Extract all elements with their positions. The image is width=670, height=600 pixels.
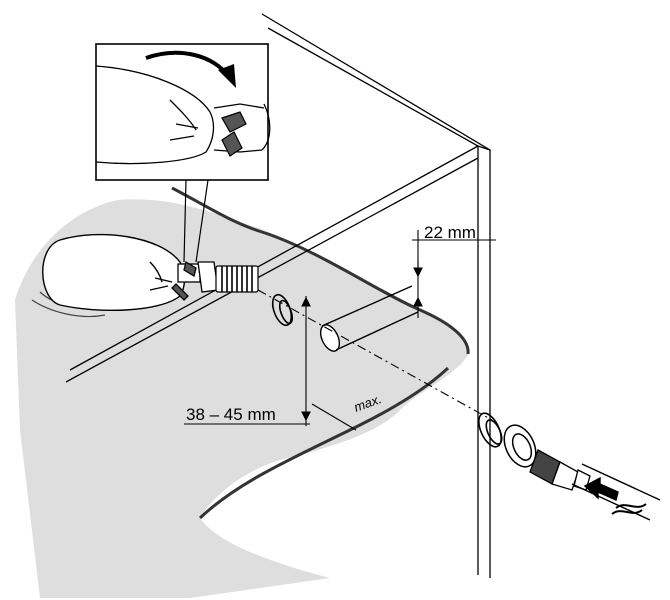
diameter-dimension [412, 230, 496, 318]
assembly-axis [257, 289, 493, 421]
curved-arrow-icon [145, 50, 236, 88]
diameter-label: 22 mm [424, 223, 476, 242]
valve [171, 260, 219, 301]
cabinet-board [65, 145, 479, 383]
depth-label: 38 – 45 mm [186, 405, 276, 424]
drill-hole [319, 285, 419, 352]
seal-ring-right [478, 412, 503, 448]
threaded-nipple [215, 265, 259, 293]
union-nut [503, 424, 537, 468]
seal-ring [271, 293, 294, 327]
hose-connector [529, 449, 591, 491]
inset-callout [183, 179, 209, 263]
flow-direction-arrow-icon [571, 463, 661, 521]
depth-dimension [184, 296, 357, 431]
detail-inset [95, 43, 271, 181]
